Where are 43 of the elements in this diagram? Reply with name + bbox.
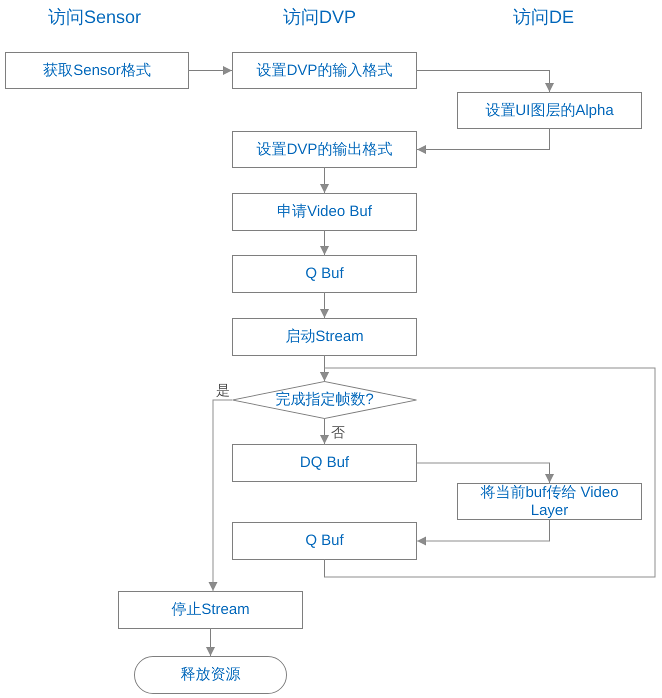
process-box [457, 483, 642, 520]
step-label: 完成指定帧数? [275, 391, 374, 409]
process-box [118, 591, 303, 629]
step-label: 释放资源 [180, 666, 240, 684]
step-label: 申请Video Buf [277, 203, 372, 221]
arrow [320, 168, 329, 194]
process-box [232, 193, 417, 231]
step-label: 设置DVP的输出格式 [256, 140, 392, 158]
process-box [232, 255, 417, 293]
step-label: Q Buf [305, 532, 344, 550]
arrow [320, 230, 329, 256]
step-label: 设置UI图层的Alpha [485, 102, 614, 120]
process-box [232, 52, 417, 89]
process-box [232, 131, 417, 168]
edge-label: 是 [216, 383, 230, 398]
arrow [208, 400, 232, 592]
arrow [416, 520, 550, 546]
arrow [206, 628, 215, 656]
process-box [232, 318, 417, 356]
decision-diamond [232, 381, 417, 419]
step-label: 启动Stream [285, 328, 364, 346]
arrow [416, 462, 554, 484]
step-label: DQ Buf [300, 454, 350, 472]
arrow [416, 128, 550, 154]
column-header: 访问DE [513, 6, 574, 29]
arrow [320, 292, 329, 318]
edge-label: 否 [331, 425, 345, 440]
terminal-box [134, 656, 287, 694]
column-header: 访问Sensor [48, 6, 142, 29]
column-header: 访问DVP [283, 6, 356, 29]
process-box [457, 92, 642, 129]
process-box [5, 52, 189, 89]
step-label: 将当前buf传给 Video Layer [479, 484, 620, 520]
arrow [320, 418, 329, 444]
step-label: 设置DVP的输入格式 [256, 62, 392, 80]
step-label: 获取Sensor格式 [43, 62, 151, 80]
arrow [320, 368, 656, 578]
step-label: Q Buf [305, 265, 344, 283]
process-box [232, 444, 417, 482]
arrow [188, 66, 232, 75]
process-box [232, 522, 417, 560]
step-label: 停止Stream [171, 601, 250, 619]
arrow [416, 70, 554, 92]
